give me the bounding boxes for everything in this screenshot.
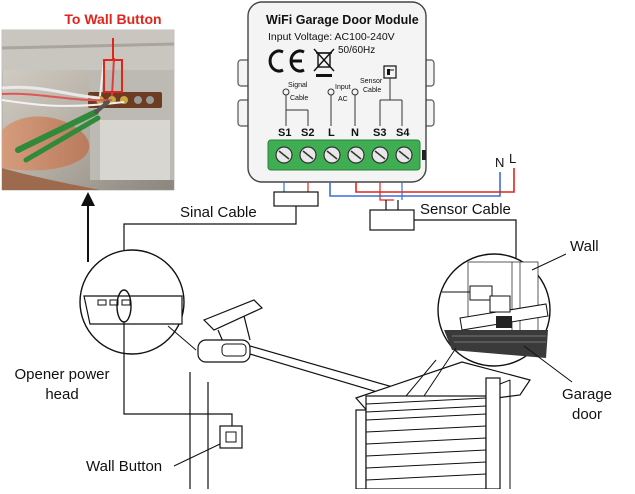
power-label-l: L [509, 151, 517, 166]
photo-caption: To Wall Button [64, 11, 161, 27]
terminal-label-l: L [328, 127, 335, 139]
module-label-sensor: Sensor [360, 78, 383, 85]
label-sinal-cable: Sinal Cable [180, 204, 257, 221]
wall-button-icon [173, 425, 243, 467]
up-arrow [81, 192, 95, 262]
label-sensor-cable: Sensor Cable [420, 201, 511, 218]
garage-door [189, 359, 531, 490]
module-label-signal: Signal [288, 82, 308, 89]
opener-zoom [79, 249, 197, 355]
sensor-zoom [423, 253, 573, 397]
label-opener-2: head [45, 386, 79, 403]
terminal-label-s2: S2 [301, 127, 315, 139]
module-frequency: 50/60Hz [338, 45, 376, 56]
wifi-garage-module [237, 1, 435, 183]
label-garage-door-2: door [571, 406, 603, 423]
terminal-label-s4: S4 [396, 127, 410, 139]
sensor-cable-connector [369, 209, 415, 231]
label-garage-door-1: Garage [561, 386, 613, 403]
module-title: WiFi Garage Door Module [266, 13, 419, 27]
label-wall-button: Wall Button [86, 458, 163, 475]
signal-cable-connector [273, 191, 319, 207]
module-input-voltage: Input Voltage: AC100-240V [268, 31, 395, 43]
opener-head [197, 299, 411, 401]
module-label-input: Input [335, 84, 351, 91]
wall-button-wire [123, 322, 233, 426]
terminal-leaders [282, 78, 403, 126]
installation-photo [1, 29, 175, 191]
terminal-label-s1: S1 [278, 127, 292, 139]
ce-mark [268, 49, 305, 73]
power-label-n: N [495, 155, 505, 170]
terminal-label-n: N [351, 127, 359, 139]
terminal-label-s3: S3 [373, 127, 387, 139]
label-wall: Wall [570, 238, 599, 255]
power-wires [329, 168, 515, 197]
screw-terminals [275, 146, 413, 164]
signal-wires [123, 182, 319, 298]
module-label-sensor-cable: Cable [363, 87, 382, 94]
module-label-signal-cable: Cable [290, 95, 309, 102]
module-label-input-ac: AC [338, 96, 348, 103]
crossed-bin-icon [313, 48, 335, 77]
label-opener-1: Opener power [14, 366, 110, 383]
